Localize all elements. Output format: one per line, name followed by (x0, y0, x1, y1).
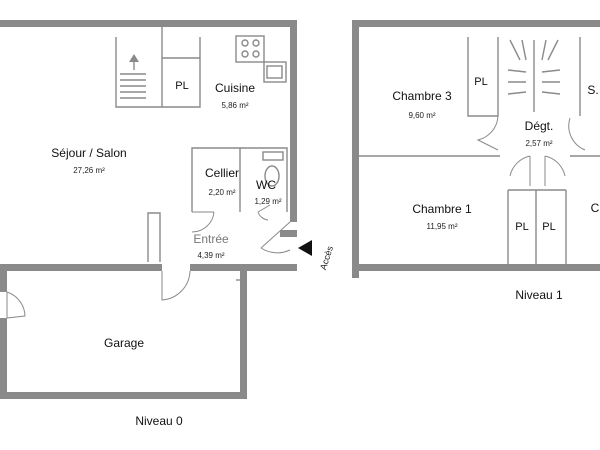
level1-stairs (507, 39, 561, 112)
room-degt-area: 2,57 m² (525, 139, 553, 148)
room-pl-top-label: PL (474, 76, 488, 88)
room-cuisine-area: 5,86 m² (221, 101, 249, 110)
room-wc-area: 1,29 m² (254, 197, 282, 206)
room-garage-label: Garage (103, 336, 145, 350)
room-pl-label: PL (175, 80, 189, 92)
level1-interior (359, 37, 600, 264)
room-pl-right-label: PL (542, 221, 556, 233)
level0-interior (6, 27, 312, 392)
room-degt-label: Dégt. (524, 119, 554, 133)
level0-title: Niveau 0 (135, 414, 183, 428)
room-cuisine-label: Cuisine (214, 81, 256, 95)
room-sejour-area: 27,26 m² (73, 166, 105, 175)
room-chambre1-area: 11,95 m² (426, 222, 458, 231)
room-sejour-label: Séjour / Salon (51, 146, 127, 160)
room-chambre3-area: 9,60 m² (408, 111, 436, 120)
level1-walls (352, 20, 600, 278)
room-wc-label: WC (256, 178, 276, 192)
room-pl-left-label: PL (515, 221, 529, 233)
room-entree-area: 4,39 m² (197, 251, 225, 260)
room-chambre3-label: Chambre 3 (392, 89, 452, 103)
room-entree-label: Entrée (193, 232, 229, 246)
level0-stairs (120, 54, 146, 99)
level1-title: Niveau 1 (515, 288, 563, 302)
room-chambre1-label: Chambre 1 (412, 202, 472, 216)
room-chambre2-label: C (590, 201, 600, 215)
room-sdb-label: S. (587, 83, 599, 97)
level0-walls (0, 20, 297, 399)
room-cellier-label: Cellier (204, 166, 240, 180)
room-cellier-area: 2,20 m² (208, 188, 236, 197)
